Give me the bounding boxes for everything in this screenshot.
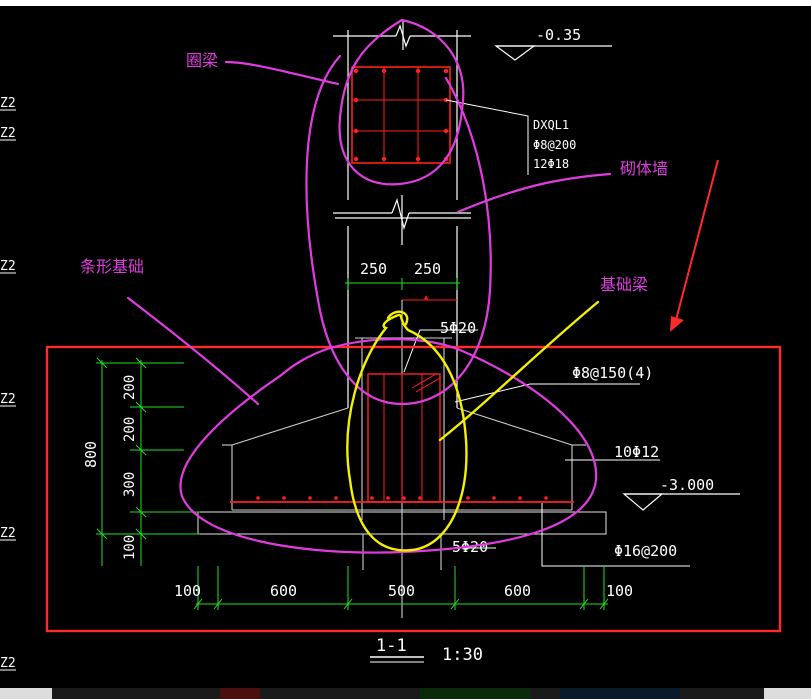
red-arrow (670, 159, 719, 332)
side-tag: Z2 (0, 259, 16, 274)
annotation-foundation-beam: 基础梁 (600, 275, 648, 294)
elevation-bottom-value: -3.000 (660, 476, 714, 494)
dim-height-segment: 100 (122, 535, 138, 560)
dim-bottom: 100 (174, 582, 201, 600)
dim-height-segment: 200 (122, 417, 138, 442)
yellow-markup (346, 300, 600, 552)
annotation-masonry-wall: 砌体墙 (620, 159, 668, 178)
svg-text:▲: ▲ (424, 293, 429, 301)
dim-bottom: 100 (606, 582, 633, 600)
wall-width-right: 250 (414, 260, 441, 278)
magenta-markup (126, 18, 612, 554)
wall-width-left: 250 (360, 260, 387, 278)
annotation-ring-beam: 圈梁 (186, 51, 218, 70)
ring-beam-cage (351, 66, 529, 175)
dim-bottom: 600 (270, 582, 297, 600)
ring-beam-callout: DXQL1 Φ8@200 12Φ18 (533, 118, 576, 171)
bottom-strip (0, 688, 811, 699)
label-dist-bars: 10Φ12 (614, 443, 659, 461)
side-tag: Z2 (0, 96, 16, 111)
section-label: 1-1 (376, 636, 407, 656)
label-beam-stirrup: Φ8@150(4) (572, 364, 653, 382)
dim-height-total: 800 (82, 441, 100, 468)
section-title: 1-1 1:30 (370, 636, 483, 665)
side-tag: Z2 (0, 656, 16, 671)
vertical-dimensions (96, 357, 200, 566)
highlight-frame (45, 345, 782, 633)
dim-height-segment: 300 (122, 472, 138, 497)
label-top-bars: 5Φ20 (440, 319, 476, 337)
side-tags: Z2 Z2 Z2 Z2 Z2 Z2 (0, 96, 16, 671)
wall-width-dimension: 250 250 (345, 260, 460, 290)
annotation-strip-foundation: 条形基础 (80, 257, 144, 276)
dim-bottom: 500 (388, 582, 415, 600)
section-scale: 1:30 (442, 645, 483, 665)
elevation-bottom: -3.000 (622, 476, 740, 511)
rebar-leaders (403, 329, 690, 567)
wall-outline (333, 20, 471, 408)
side-tag: Z2 (0, 392, 16, 407)
foundation-beam-rebar (230, 373, 574, 503)
bottom-dimensions (193, 566, 609, 610)
top-strip (0, 0, 811, 6)
elevation-top-value: -0.35 (536, 26, 581, 44)
dim-bottom: 600 (504, 582, 531, 600)
side-tag: Z2 (0, 526, 16, 541)
elevation-top: -0.35 (494, 26, 612, 61)
label-slab-bars: Φ16@200 (614, 542, 677, 560)
ring-beam-bars: 12Φ18 (533, 157, 569, 171)
dim-height-segment: 200 (122, 375, 138, 400)
side-tag: Z2 (0, 126, 16, 141)
ring-beam-stirrup: Φ8@200 (533, 138, 576, 152)
ring-beam-code: DXQL1 (533, 118, 569, 132)
